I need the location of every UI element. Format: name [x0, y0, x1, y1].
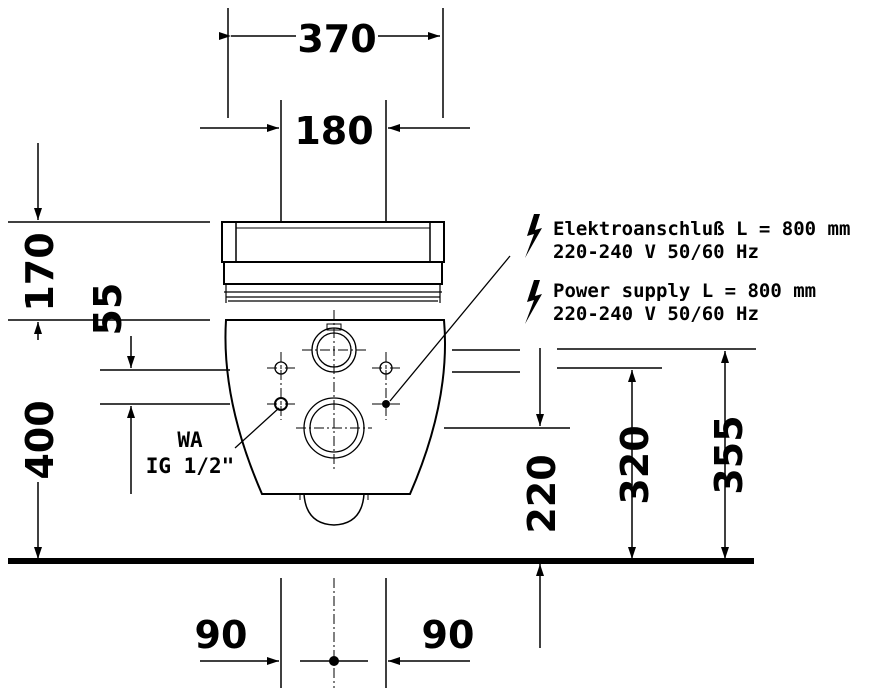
- dimension-bottom-90: 90 90: [195, 578, 475, 688]
- toilet-bowl: [224, 319, 447, 495]
- elektro-line1: Elektroanschluß L = 800 mm: [553, 218, 850, 240]
- dim-320-label: 320: [613, 425, 657, 504]
- centre-point: [329, 656, 339, 666]
- toilet-seat: [223, 261, 443, 285]
- elektro-line2: 220-240 V 50/60 Hz: [553, 241, 759, 263]
- wa-line2: IG 1/2": [146, 454, 235, 478]
- dimension-370: 370: [219, 8, 444, 118]
- dimension-170: 170: [8, 143, 210, 340]
- dim-355-label: 355: [707, 415, 751, 494]
- power-line1: Power supply L = 800 mm: [553, 280, 816, 302]
- dimension-400: 400: [18, 400, 62, 559]
- dim-55-label: 55: [86, 283, 130, 336]
- wa-line1: WA: [177, 428, 203, 452]
- power-connection-label: Elektroanschluß L = 800 mm 220-240 V 50/…: [389, 214, 850, 402]
- power-line2: 220-240 V 50/60 Hz: [553, 303, 759, 325]
- dim-220-label: 220: [520, 454, 564, 533]
- dimension-320: 320: [557, 367, 662, 559]
- toilet-front-view: [221, 221, 447, 526]
- dim-right-90-label: 90: [422, 613, 475, 657]
- lightning-bolt-icon: [525, 280, 542, 324]
- dim-170-label: 170: [18, 232, 62, 311]
- water-connection-label: WA IG 1/2": [146, 407, 280, 478]
- dimension-220: 220: [444, 348, 570, 648]
- dim-left-90-label: 90: [195, 613, 248, 657]
- drain-outlet: [303, 493, 365, 526]
- dimension-355: 355: [557, 348, 756, 559]
- lightning-bolt-icon: [525, 214, 542, 258]
- dim-180-label: 180: [294, 109, 373, 153]
- dimension-55: 55: [86, 283, 230, 494]
- dim-400-label: 400: [18, 400, 62, 479]
- dim-370-label: 370: [297, 17, 376, 61]
- dimension-180: 180: [200, 100, 470, 222]
